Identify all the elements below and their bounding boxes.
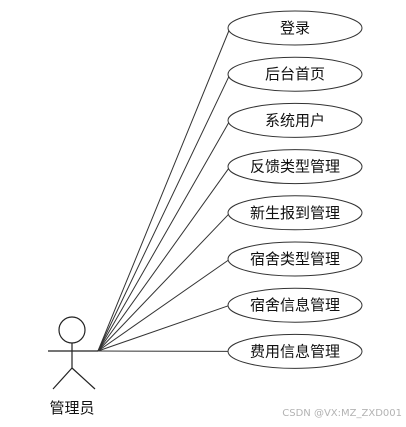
association-line: [97, 73, 231, 352]
use-case: 后台首页: [227, 56, 363, 92]
use-case-ellipse: [227, 149, 363, 185]
association-line: [97, 258, 231, 352]
actor-left-leg: [52, 367, 73, 390]
use-case-ellipse: [227, 10, 363, 46]
use-case-ellipse: [227, 56, 363, 92]
use-case-ellipse: [227, 102, 363, 138]
use-case-label: 宿舍信息管理: [250, 296, 340, 314]
use-case-ellipse: [227, 333, 363, 369]
association-line: [97, 304, 231, 352]
use-case-ellipse: [227, 287, 363, 323]
association-line: [97, 166, 231, 352]
use-case-label: 宿舍类型管理: [250, 250, 340, 268]
use-case: 宿舍信息管理: [227, 287, 363, 323]
actor-stick-figure: [48, 316, 98, 390]
association-line: [97, 212, 231, 352]
use-case-label: 系统用户: [265, 111, 325, 129]
use-case-ellipse: [227, 241, 363, 277]
use-case-label: 后台首页: [265, 65, 325, 83]
association-line: [97, 120, 231, 352]
association-line: [97, 27, 231, 352]
use-case: 登录: [227, 10, 363, 46]
use-case-label: 新生报到管理: [250, 204, 340, 222]
watermark-text: CSDN @VX:MZ_ZXD001: [282, 408, 402, 419]
actor-label: 管理员: [49, 399, 94, 417]
use-case: 新生报到管理: [227, 195, 363, 231]
use-case-label: 登录: [280, 19, 310, 37]
actor-head: [58, 316, 86, 344]
use-case: 反馈类型管理: [227, 149, 363, 185]
use-case: 系统用户: [227, 102, 363, 138]
use-case-label: 反馈类型管理: [250, 158, 340, 176]
actor-right-leg: [71, 367, 96, 390]
use-case-label: 费用信息管理: [250, 342, 340, 360]
use-case: 费用信息管理: [227, 333, 363, 369]
use-case-ellipse: [227, 195, 363, 231]
use-case: 宿舍类型管理: [227, 241, 363, 277]
association-lines: [97, 27, 231, 352]
